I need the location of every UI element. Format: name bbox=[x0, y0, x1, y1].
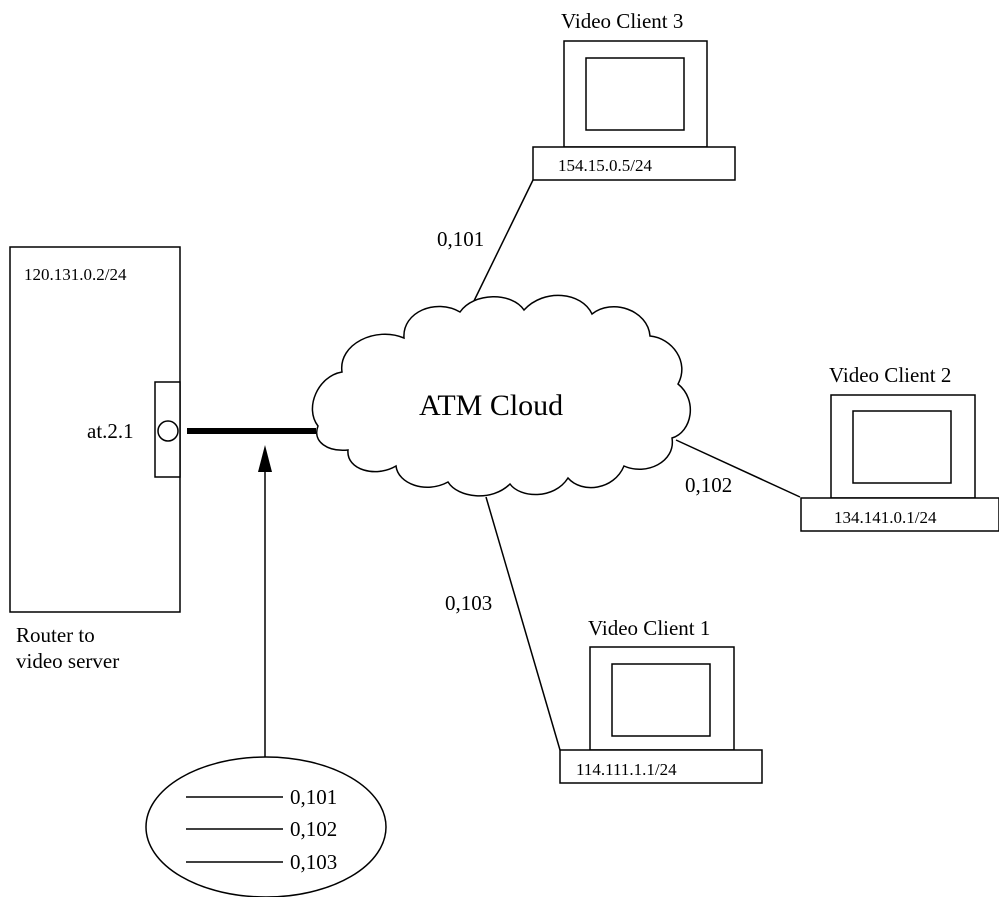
router: 120.131.0.2/24 at.2.1 Router to video se… bbox=[9, 246, 181, 673]
atm-cloud-label: ATM Cloud bbox=[419, 389, 563, 422]
router-caption-line2: video server bbox=[16, 649, 119, 673]
client-3-screen bbox=[585, 57, 685, 131]
router-port-icon bbox=[157, 420, 179, 442]
client-3-name: Video Client 3 bbox=[561, 9, 683, 33]
video-client-2: Video Client 2 134.141.0.1/24 0,102 bbox=[685, 363, 999, 532]
vc-arrow-head bbox=[258, 445, 272, 472]
router-port-label: at.2.1 bbox=[87, 419, 134, 443]
client-1-base bbox=[559, 749, 763, 784]
link-client-3 bbox=[471, 179, 534, 306]
client-2-vc-label: 0,102 bbox=[685, 473, 732, 497]
video-client-1: Video Client 1 114.111.1.1/24 0,103 bbox=[445, 591, 763, 784]
client-3-vc-label: 0,101 bbox=[437, 227, 484, 251]
video-client-3: Video Client 3 154.15.0.5/24 0,101 bbox=[437, 9, 736, 251]
vc-list-item-3: 0,103 bbox=[290, 850, 337, 874]
client-2-base bbox=[800, 497, 999, 532]
vc-list-item-1: 0,101 bbox=[290, 785, 337, 809]
client-1-name: Video Client 1 bbox=[588, 616, 710, 640]
atm-cloud: ATM Cloud bbox=[311, 294, 692, 497]
client-2-ip: 134.141.0.1/24 bbox=[834, 508, 937, 527]
vc-list-item-2: 0,102 bbox=[290, 817, 337, 841]
router-chassis bbox=[9, 246, 181, 613]
link-client-2 bbox=[675, 439, 801, 498]
client-1-ip: 114.111.1.1/24 bbox=[576, 760, 677, 779]
client-3-ip: 154.15.0.5/24 bbox=[558, 156, 652, 175]
atm-cloud-shape bbox=[311, 294, 692, 497]
router-caption-line1: Router to bbox=[16, 623, 95, 647]
vc-list-ellipse bbox=[145, 756, 387, 897]
client-1-vc-label: 0,103 bbox=[445, 591, 492, 615]
router-ip-label: 120.131.0.2/24 bbox=[24, 265, 127, 284]
vc-arrow bbox=[258, 445, 272, 757]
vc-list: 0,101 0,102 0,103 bbox=[145, 756, 387, 897]
client-1-screen bbox=[611, 663, 711, 737]
client-2-screen bbox=[852, 410, 952, 484]
client-2-name: Video Client 2 bbox=[829, 363, 951, 387]
client-3-base bbox=[532, 146, 736, 181]
link-client-1 bbox=[485, 496, 561, 751]
